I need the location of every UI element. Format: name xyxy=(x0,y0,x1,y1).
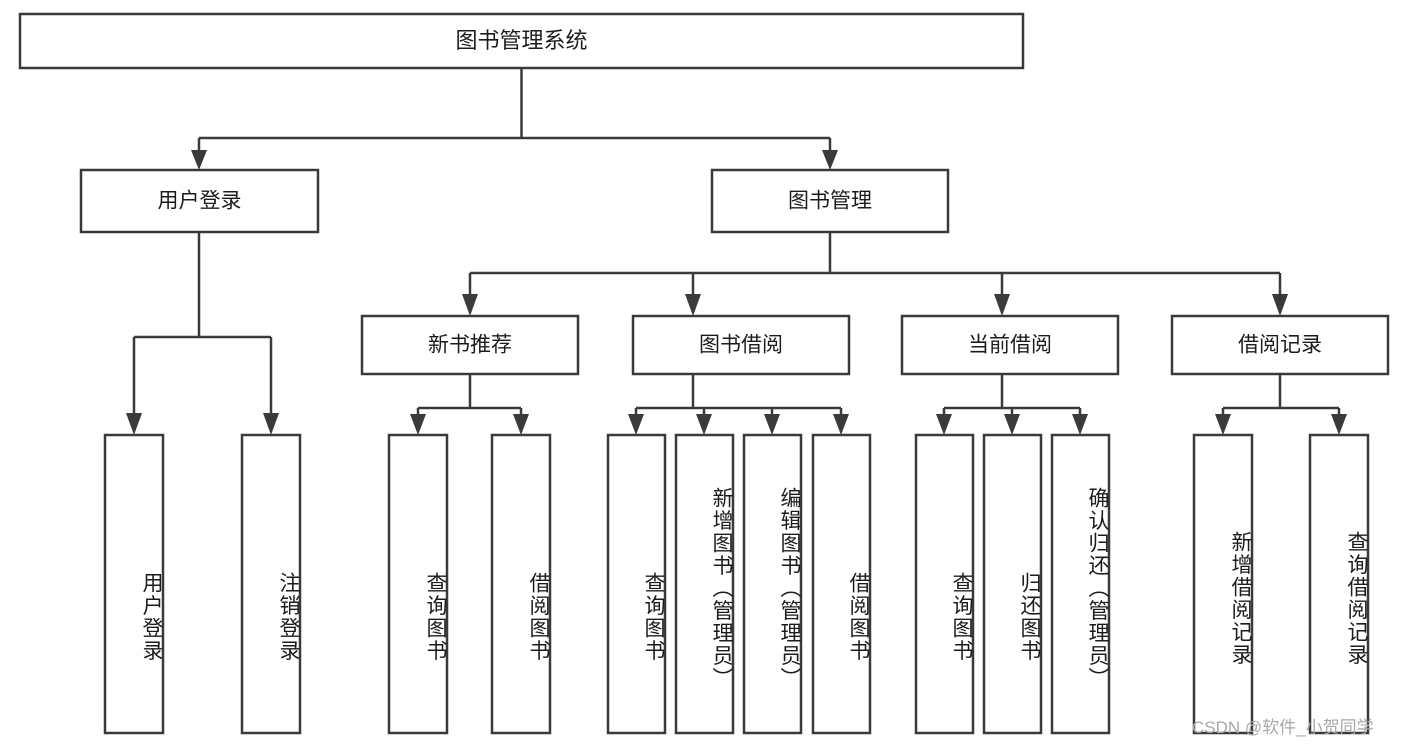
connector-group-current-borrow xyxy=(936,374,1088,435)
node-new-book-rec-label: 新书推荐 xyxy=(428,334,512,357)
arrowhead-book-manage xyxy=(822,150,838,170)
node-borrow-record[interactable]: 借阅记录 xyxy=(1170,314,1390,376)
arrowhead-book-borrow xyxy=(685,294,701,316)
node-leaf-user-logout[interactable] xyxy=(240,433,302,735)
arrowhead-leaf-user-login xyxy=(126,413,142,435)
arrowhead-leaf-cb-confirm xyxy=(1072,414,1088,435)
arrowhead-leaf-br-query xyxy=(1331,414,1347,435)
node-leaf-cb-confirm[interactable] xyxy=(1050,433,1111,735)
arrowhead-leaf-user-logout xyxy=(263,413,279,435)
arrowhead-current-borrow xyxy=(994,294,1010,316)
arrowhead-leaf-rec-borrow xyxy=(513,414,529,435)
node-leaf-cb-query[interactable] xyxy=(914,433,975,735)
node-book-manage[interactable]: 图书管理 xyxy=(710,168,950,234)
node-root-label: 图书管理系统 xyxy=(455,28,587,53)
connector-group-root xyxy=(191,68,838,170)
node-leaf-rec-borrow[interactable] xyxy=(490,433,552,735)
arrowhead-leaf-bb-add xyxy=(696,414,712,435)
node-leaf-br-query[interactable] xyxy=(1308,433,1370,735)
arrowhead-leaf-rec-query xyxy=(410,414,426,435)
node-leaf-bb-add[interactable] xyxy=(674,433,735,735)
arrowhead-borrow-record xyxy=(1272,294,1288,316)
arrowhead-leaf-cb-query xyxy=(936,414,952,435)
node-leaf-cb-return[interactable] xyxy=(982,433,1043,735)
node-leaf-bb-borrow[interactable] xyxy=(811,433,872,735)
node-root[interactable]: 图书管理系统 xyxy=(18,12,1025,70)
node-current-borrow-label: 当前借阅 xyxy=(968,334,1052,357)
node-leaf-br-add[interactable] xyxy=(1192,433,1254,735)
node-leaf-bb-edit[interactable] xyxy=(742,433,803,735)
node-book-manage-label: 图书管理 xyxy=(788,190,872,213)
arrowhead-user-login xyxy=(191,150,207,170)
node-leaf-user-login[interactable] xyxy=(103,433,165,735)
node-user-login-label: 用户登录 xyxy=(158,190,242,213)
node-new-book-rec[interactable]: 新书推荐 xyxy=(360,314,580,376)
node-user-login[interactable]: 用户登录 xyxy=(79,168,320,234)
node-leaf-rec-query[interactable] xyxy=(387,433,449,735)
connector-group-user-login xyxy=(126,232,279,435)
node-book-borrow[interactable]: 图书借阅 xyxy=(631,314,851,376)
arrowhead-leaf-bb-borrow xyxy=(833,414,849,435)
csdn-watermark: CSDN @软件_小贺同学 xyxy=(1192,718,1374,737)
node-borrow-record-label: 借阅记录 xyxy=(1238,334,1322,357)
connector-group-borrow-record xyxy=(1215,374,1347,435)
connector-group-new-book-rec xyxy=(410,374,529,435)
arrowhead-leaf-br-add xyxy=(1215,414,1231,435)
arrowhead-new-book-rec xyxy=(462,294,478,316)
connector-group-book-manage xyxy=(462,232,1288,316)
node-current-borrow[interactable]: 当前借阅 xyxy=(900,314,1120,376)
node-leaf-bb-query[interactable] xyxy=(606,433,667,735)
arrowhead-leaf-cb-return xyxy=(1004,414,1020,435)
connector-group-book-borrow xyxy=(628,374,849,435)
node-book-borrow-label: 图书借阅 xyxy=(699,334,783,357)
arrowhead-leaf-bb-query xyxy=(628,414,644,435)
arrowhead-leaf-bb-edit xyxy=(764,414,780,435)
